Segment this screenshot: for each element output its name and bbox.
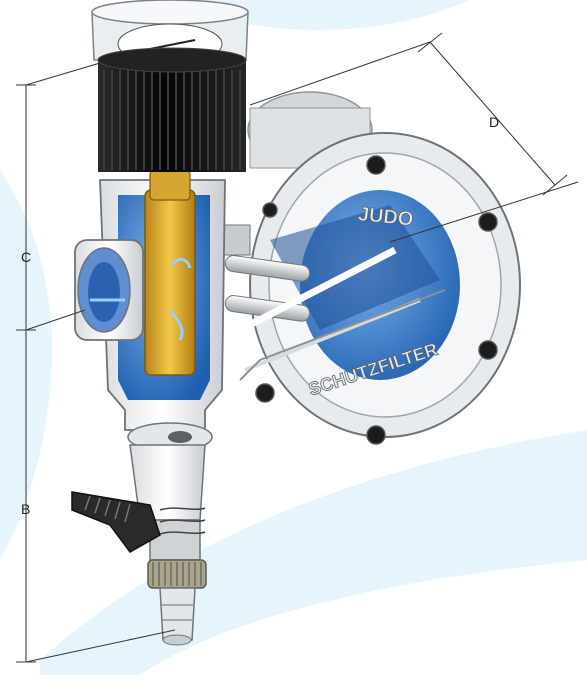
filter-flange: JUDO SCHUTZFILTER: [249, 132, 521, 445]
flow-arrow-icon: [170, 257, 192, 269]
bolt-icon: [255, 383, 275, 403]
bolt-icon: [366, 155, 386, 175]
dimension-lines: [16, 32, 579, 663]
inlet-connection: [74, 239, 144, 341]
dimension-line-d: [429, 41, 556, 186]
flow-arrow-icon: [168, 309, 184, 341]
dimension-label-c: C: [21, 249, 32, 265]
bolt-icon: [478, 212, 498, 232]
dimension-label-d: D: [489, 114, 500, 130]
control-knob: [97, 47, 247, 172]
drain-valve: [71, 444, 207, 646]
valve-lever: [71, 491, 161, 553]
bolt-icon: [262, 202, 278, 218]
brand-embossing: JUDO: [357, 203, 415, 231]
bolt-icon: [478, 340, 498, 360]
bolt-icon: [366, 425, 386, 445]
filter-cartridge: [144, 189, 196, 376]
dimension-label-b: B: [21, 501, 31, 517]
